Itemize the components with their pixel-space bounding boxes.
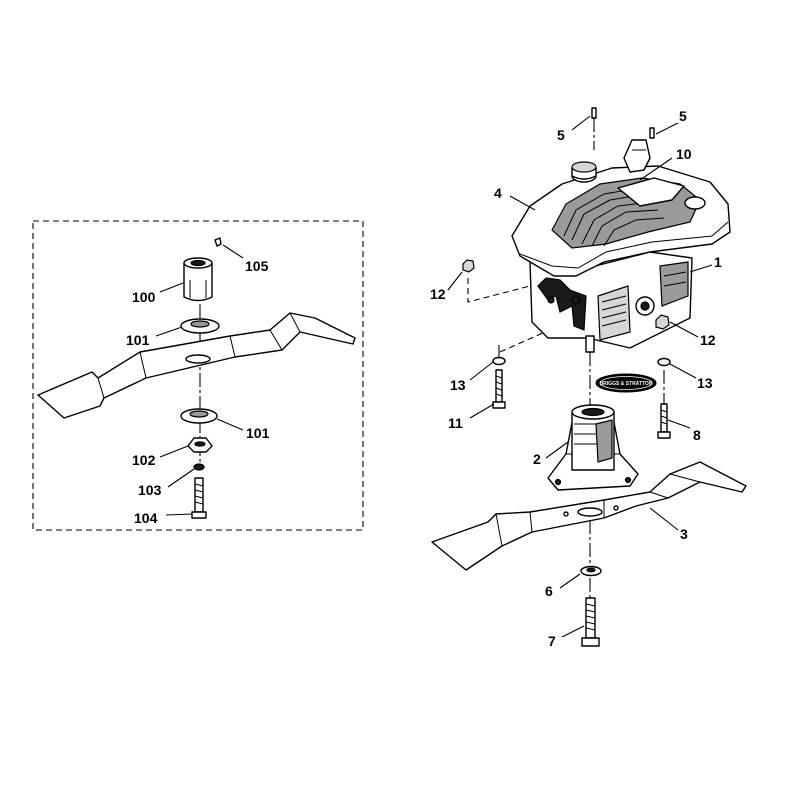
callout-3: 3 — [680, 526, 688, 542]
lock-washer-103 — [193, 463, 205, 471]
inset-border — [32, 220, 364, 531]
callout-101-lower: 101 — [246, 425, 270, 441]
callout-8: 8 — [693, 427, 701, 443]
bolt-104 — [191, 477, 207, 519]
callout-1: 1 — [714, 254, 722, 270]
callout-6: 6 — [545, 583, 553, 599]
washer-6 — [580, 565, 602, 577]
nut-12-left — [462, 259, 475, 273]
main-assembly: BRIGGS & STRATTON — [430, 107, 747, 649]
inset-blade-kit: 105 100 101 101 102 103 104 — [32, 220, 364, 531]
callout-105: 105 — [245, 258, 269, 274]
washer-101-lower — [180, 408, 218, 424]
inset-leaders — [155, 244, 244, 516]
callout-102: 102 — [132, 452, 156, 468]
screw-5-right — [649, 127, 655, 139]
nut-12-right — [655, 314, 670, 330]
engine-10 — [511, 107, 731, 353]
callout-5-right: 5 — [679, 108, 687, 124]
callout-7: 7 — [548, 633, 556, 649]
callout-103: 103 — [138, 482, 162, 498]
callout-13-right: 13 — [697, 375, 713, 391]
blade-adapter-100 — [183, 257, 213, 302]
callout-100: 100 — [132, 289, 156, 305]
bolt-8 — [657, 403, 671, 439]
callout-2: 2 — [533, 451, 541, 467]
callout-104: 104 — [134, 510, 158, 526]
washer-13-left — [492, 356, 506, 366]
bolt-11 — [492, 369, 506, 409]
callout-10: 10 — [676, 146, 692, 162]
callout-5-left: 5 — [557, 127, 565, 143]
nut-12-left-path — [467, 278, 531, 303]
inset-mower-blade — [37, 312, 356, 419]
brand-badge: BRIGGS & STRATTON — [595, 373, 657, 393]
callout-12-left: 12 — [430, 286, 446, 302]
main-leaders — [447, 115, 713, 638]
callout-13-left: 13 — [450, 377, 466, 393]
washer-101-upper — [180, 318, 220, 334]
screw-5-left — [591, 107, 597, 119]
washer-13-right — [657, 357, 671, 367]
bolt-7 — [581, 597, 600, 647]
callout-12-right: 12 — [700, 332, 716, 348]
callout-4: 4 — [494, 185, 502, 201]
blade-adapter-2 — [547, 404, 639, 491]
mower-blade-3 — [431, 461, 747, 571]
brand-badge-text: BRIGGS & STRATTON — [600, 381, 653, 387]
callout-101-upper: 101 — [126, 332, 150, 348]
key-105 — [214, 237, 222, 247]
callout-11: 11 — [448, 415, 463, 431]
retainer-102 — [187, 437, 213, 453]
